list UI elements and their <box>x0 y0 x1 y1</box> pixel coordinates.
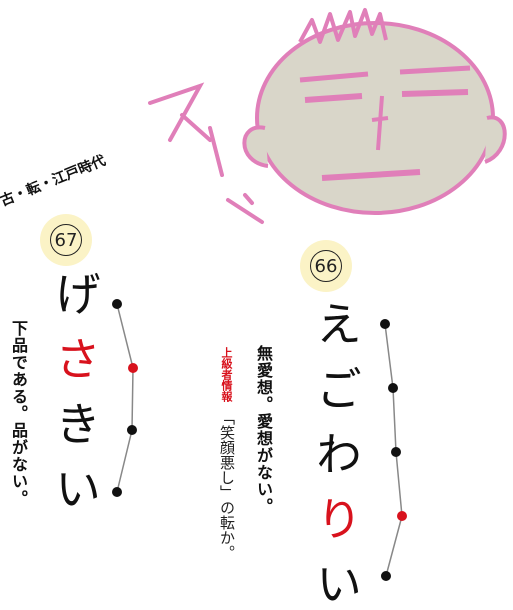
description-66: 無愛想。愛想がない。 <box>254 345 273 515</box>
mouth <box>321 169 421 181</box>
entry-number-badge-67: 67 <box>40 214 92 266</box>
char-e: え <box>309 300 363 346</box>
sound-effect-lettering <box>148 82 264 224</box>
char-go: ご <box>309 365 363 411</box>
char-i: い <box>309 560 363 606</box>
char-ki: き <box>48 400 102 446</box>
left-brow <box>299 71 369 83</box>
right-ear <box>484 115 507 164</box>
char-sa-accent: さ <box>48 335 102 381</box>
hair-scribble <box>298 8 388 44</box>
char-wa: わ <box>309 430 363 476</box>
sketch-face-illustration <box>148 8 507 224</box>
entry-number-67: 67 <box>50 224 82 256</box>
right-eye <box>401 89 469 97</box>
pitch-accent-67 <box>112 299 138 497</box>
entry-number-badge-66: 66 <box>300 240 352 292</box>
nose <box>371 95 389 151</box>
entry-number-66: 66 <box>310 250 342 282</box>
advanced-info-text: 「笑顔悪し」の転か。 <box>218 410 236 560</box>
char-ri-accent: り <box>309 495 363 541</box>
word-66: え ご わ り い <box>309 300 363 606</box>
description-67: 下品である。品がない。 <box>9 320 28 507</box>
left-eye <box>304 93 363 103</box>
word-67: げ さ き い <box>48 270 102 511</box>
advanced-info-label: 上級者情報 <box>220 347 233 402</box>
char-i: い <box>48 465 102 511</box>
left-ear <box>242 125 269 168</box>
char-ge: げ <box>48 270 102 316</box>
pitch-accent-66 <box>380 319 407 581</box>
right-brow <box>399 65 471 75</box>
